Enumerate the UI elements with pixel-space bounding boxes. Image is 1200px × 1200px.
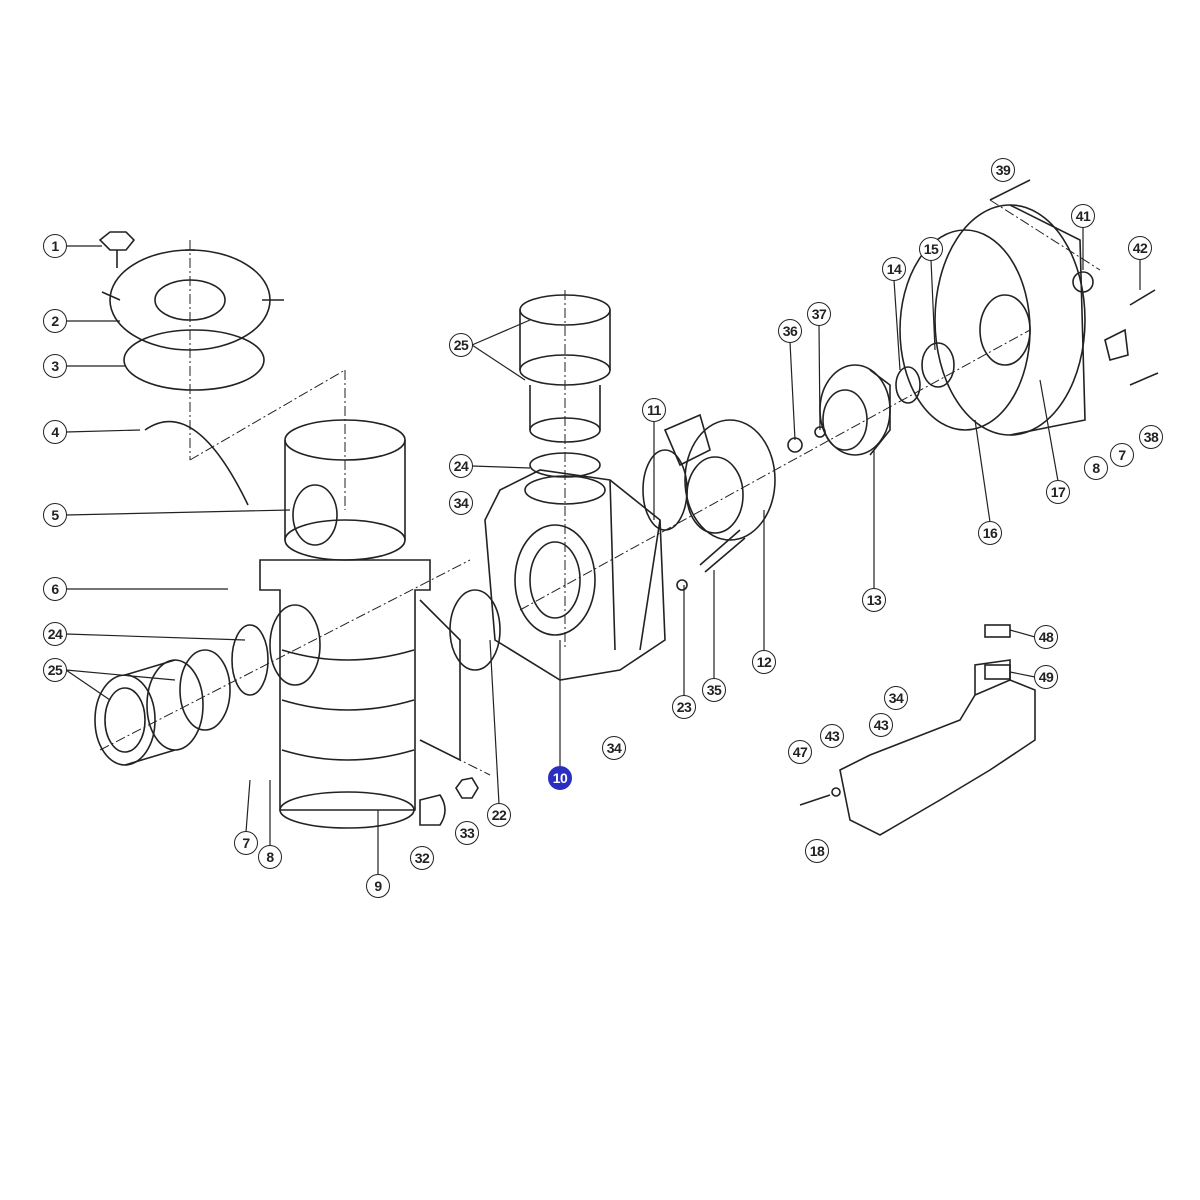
center-axes [99,199,1101,776]
callout-14: 14 [882,257,906,281]
callout-41: 41 [1071,204,1095,228]
callout-43-left: 43 [820,724,844,748]
callout-39: 39 [991,158,1015,182]
callout-22: 22 [487,803,511,827]
part-o-ring-11 [642,449,688,531]
part-lid [101,249,284,351]
callout-34-base: 34 [884,686,908,710]
part-base [839,659,1036,836]
part-top-union [519,294,611,505]
callout-24-top: 24 [449,454,473,478]
callout-17: 17 [1046,480,1070,504]
callout-12: 12 [752,650,776,674]
part-screw-47 [799,794,831,806]
callout-2: 2 [43,309,67,333]
callout-24: 24 [43,622,67,646]
callout-38: 38 [1139,425,1163,449]
part-o-ring-16 [899,229,1031,431]
callout-1: 1 [43,234,67,258]
part-pump-housing [484,469,666,681]
callout-42: 42 [1128,236,1152,260]
part-strainer-housing [259,559,461,829]
callout-49: 49 [1034,665,1058,689]
part-impeller [819,364,891,456]
part-small-o-ring [814,426,826,438]
callout-16: 16 [978,521,1002,545]
part-bolt [699,529,746,573]
callout-7: 7 [234,831,258,855]
callout-33: 33 [455,821,479,845]
part-bolt-39 [989,179,1031,201]
part-knob [98,231,136,268]
part-gasket-49 [984,664,1011,680]
callout-11: 11 [642,398,666,422]
part-mech-seal [921,342,955,388]
callout-15: 15 [919,237,943,261]
callout-34: 34 [602,736,626,760]
part-screw-42 [1129,289,1156,306]
part-screw-38 [1129,372,1159,386]
callout-5: 5 [43,503,67,527]
part-union-nut [94,649,231,766]
part-seal [895,366,921,404]
callout-10-highlighted[interactable]: 10 [548,766,572,790]
callout-8-right: 8 [1084,456,1108,480]
callout-3: 3 [43,354,67,378]
callout-25-top: 25 [449,333,473,357]
callout-47: 47 [788,740,812,764]
part-washer-41 [1072,271,1094,293]
callout-9: 9 [366,874,390,898]
callout-48: 48 [1034,625,1058,649]
part-impeller-screw [787,437,803,453]
leader-lines [65,227,1141,875]
part-basket [284,419,406,561]
callout-37: 37 [807,302,831,326]
part-clip [144,420,249,506]
part-plug [419,794,446,826]
callout-32: 32 [410,846,434,870]
callout-35: 35 [702,678,726,702]
callout-23: 23 [672,695,696,719]
callout-25: 25 [43,658,67,682]
part-washer-43 [831,787,841,797]
part-washer [676,579,688,591]
callout-34-top: 34 [449,491,473,515]
callout-7-right: 7 [1110,443,1134,467]
callout-13: 13 [862,588,886,612]
callout-6: 6 [43,577,67,601]
part-cap-48 [984,624,1011,638]
part-diffuser [663,413,776,541]
callout-18: 18 [805,839,829,863]
callout-36: 36 [778,319,802,343]
part-motor-adapter [934,204,1086,436]
callout-8: 8 [258,845,282,869]
part-nut [455,777,479,799]
part-drain-plug [1104,328,1129,361]
part-o-ring-22 [449,589,501,671]
part-o-ring-lid [123,329,265,391]
callout-4: 4 [43,420,67,444]
part-o-ring [231,624,269,696]
callout-43: 43 [869,713,893,737]
